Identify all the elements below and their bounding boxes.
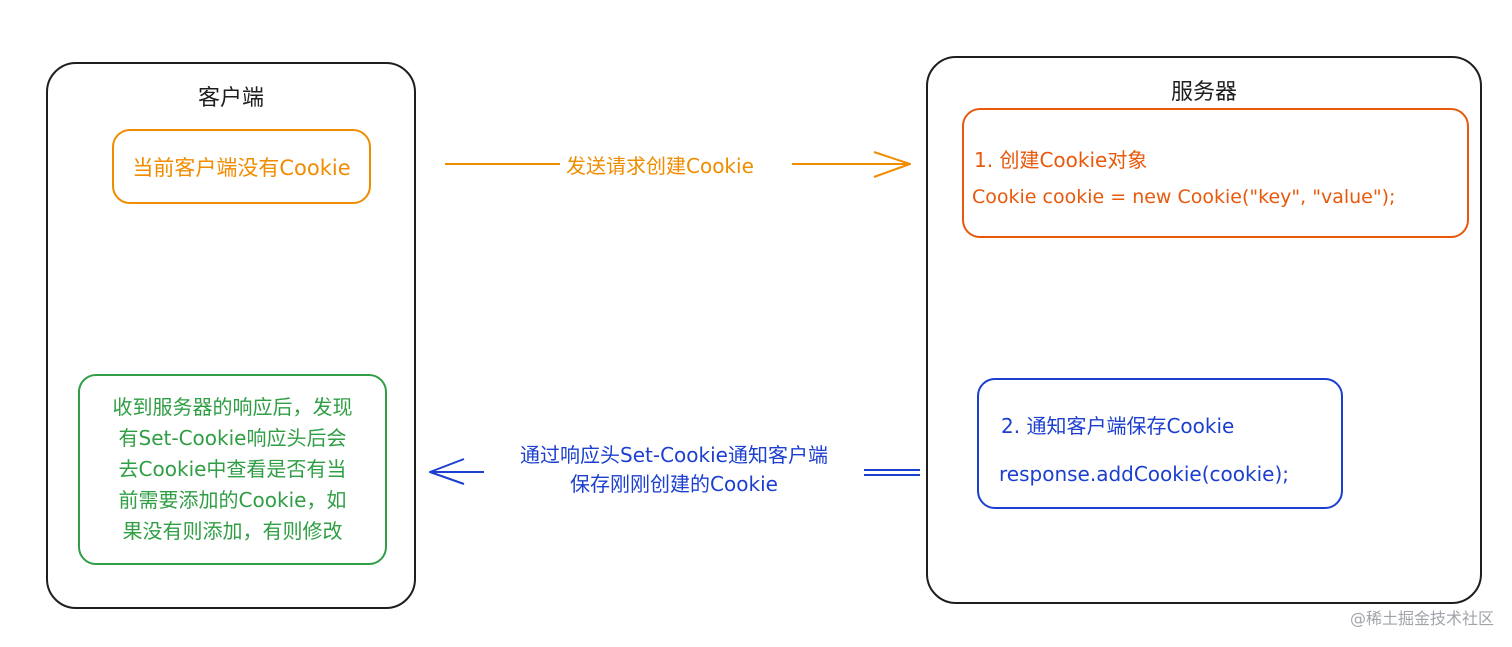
client-check-line: 前需要添加的Cookie，如	[118, 488, 347, 512]
response-label-line: 保存刚刚创建的Cookie	[570, 472, 778, 496]
client-title: 客户端	[197, 86, 264, 111]
client-check-box: 收到服务器的响应后，发现 有Set-Cookie响应头后会 去Cookie中查看…	[78, 374, 387, 565]
client-check-line: 果没有则添加，有则修改	[122, 519, 343, 543]
client-no-cookie-text: 当前客户端没有Cookie	[132, 155, 351, 180]
client-frame: 客户端	[46, 62, 416, 609]
client-check-line: 有Set-Cookie响应头后会	[118, 426, 347, 450]
watermark: @稀土掘金技术社区	[1349, 609, 1494, 628]
response-label: 通过响应头Set-Cookie通知客户端 保存刚刚创建的Cookie	[488, 441, 860, 499]
request-arrow	[445, 151, 911, 178]
request-label: 发送请求创建Cookie	[566, 154, 754, 178]
server-create-step: 1. 创建Cookie对象	[974, 148, 1148, 172]
server-title: 服务器	[1170, 80, 1237, 105]
server-notify-box: 2. 通知客户端保存Cookie response.addCookie(cook…	[977, 378, 1343, 509]
server-create-code: Cookie cookie = new Cookie("key", "value…	[972, 186, 1396, 208]
server-notify-step: 2. 通知客户端保存Cookie	[1001, 414, 1235, 438]
client-check-line: 收到服务器的响应后，发现	[112, 395, 353, 419]
response-arrow	[429, 458, 920, 485]
client-no-cookie-box: 当前客户端没有Cookie	[112, 129, 371, 204]
server-frame: 服务器	[926, 56, 1482, 604]
client-check-line: 去Cookie中查看是否有当	[118, 457, 347, 481]
response-label-line: 通过响应头Set-Cookie通知客户端	[520, 443, 828, 467]
server-create-box: 1. 创建Cookie对象 Cookie cookie = new Cookie…	[962, 108, 1469, 238]
server-notify-code: response.addCookie(cookie);	[999, 462, 1289, 486]
